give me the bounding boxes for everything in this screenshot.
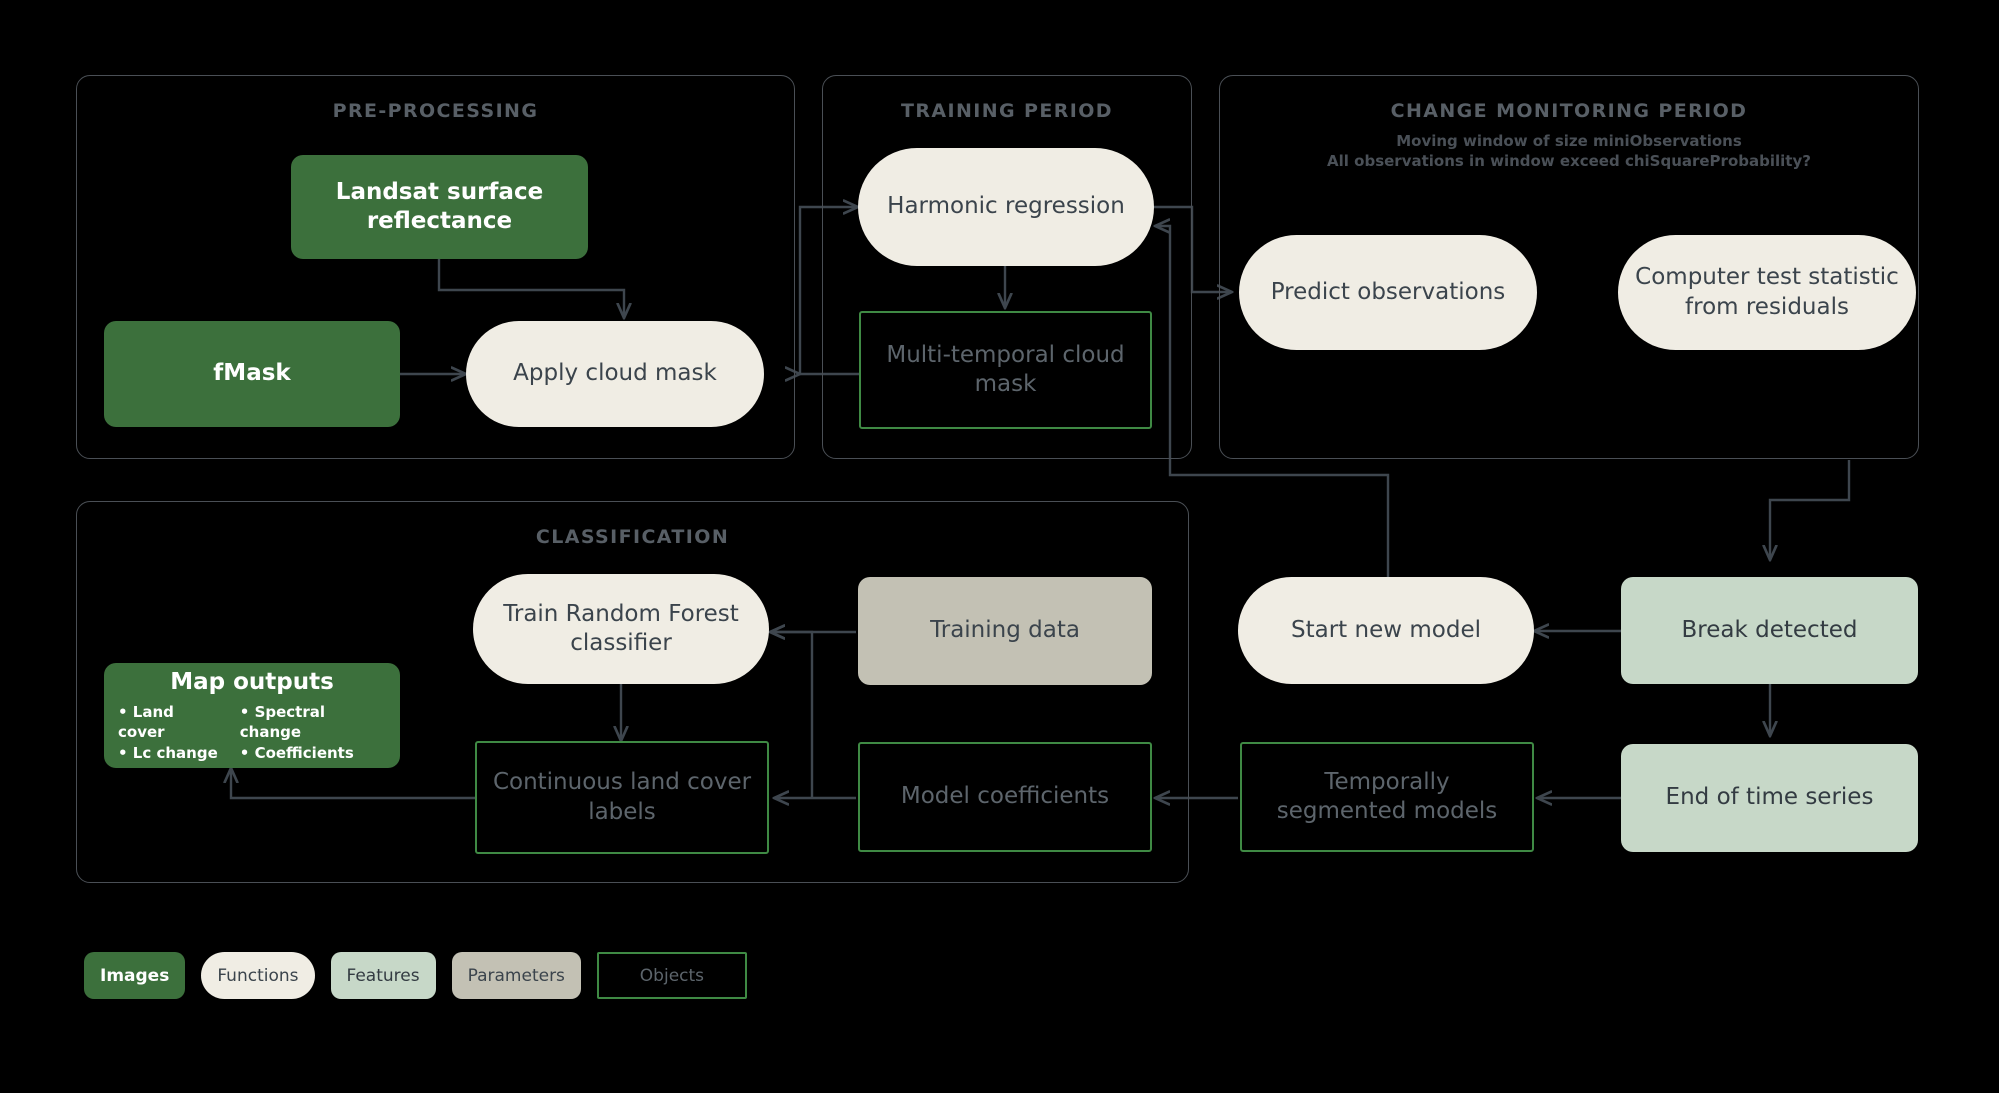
node-break-detected[interactable]: Break detected <box>1621 577 1918 684</box>
panel-subtitle-monitoring: Moving window of size miniObservations A… <box>1327 132 1811 171</box>
legend-item-features[interactable]: Features <box>330 952 436 999</box>
legend-item-objects[interactable]: Objects <box>596 952 747 999</box>
node-label: Harmonic regression <box>887 193 1125 220</box>
node-label: Temporally segmented models <box>1276 768 1498 824</box>
node-multi-temporal-cloud-mask[interactable]: Multi-temporal cloud mask <box>859 311 1152 429</box>
node-end-of-time-series[interactable]: End of time series <box>1621 744 1918 852</box>
node-landsat-surface-reflectance[interactable]: Landsat surface reflectance <box>291 155 588 259</box>
panel-monitoring: CHANGE MONITORING PERIOD Moving window o… <box>1219 75 1919 459</box>
legend-item-images[interactable]: Images <box>84 952 186 999</box>
legend-label: Objects <box>639 965 705 986</box>
panel-title-classification: CLASSIFICATION <box>535 526 730 548</box>
node-train-random-forest-classifier[interactable]: Train Random Forest classifier <box>473 574 769 684</box>
map-outputs-column-1: • Land cover • Lc change <box>118 703 222 763</box>
node-predict-observations[interactable]: Predict observations <box>1239 235 1537 350</box>
list-item: • Coefficients <box>239 743 354 762</box>
panel-title-training: TRAINING PERIOD <box>901 100 1113 122</box>
node-label: Start new model <box>1291 616 1481 643</box>
node-continuous-land-cover-labels[interactable]: Continuous land cover labels <box>475 741 769 854</box>
node-label: Predict observations <box>1270 278 1506 305</box>
node-computer-test-statistic[interactable]: Computer test statistic from residuals <box>1618 235 1916 350</box>
legend-item-parameters[interactable]: Parameters <box>451 952 581 999</box>
node-label: Continuous land cover labels <box>492 769 752 825</box>
panel-preprocessing: PRE-PROCESSING <box>76 75 795 459</box>
node-apply-cloud-mask[interactable]: Apply cloud mask <box>466 321 764 427</box>
list-item: • Spectral change <box>239 703 326 741</box>
node-label: Train Random Forest classifier <box>503 600 739 656</box>
legend-label: Images <box>100 965 170 986</box>
node-harmonic-regression[interactable]: Harmonic regression <box>858 148 1154 266</box>
node-map-outputs[interactable]: Map outputs • Land cover • Lc change • S… <box>104 663 400 768</box>
node-label: Multi-temporal cloud mask <box>886 341 1125 397</box>
node-label: Break detected <box>1681 616 1858 643</box>
map-outputs-column-2: • Spectral change • Coefficients <box>240 703 386 763</box>
node-label: Apply cloud mask <box>513 360 717 387</box>
wire-teststat-to-break <box>1770 460 1851 560</box>
legend-label: Parameters <box>467 965 565 986</box>
legend-label: Features <box>346 965 420 986</box>
legend: Images Functions Features Parameters Obj… <box>84 952 747 999</box>
node-model-coefficients[interactable]: Model coefficients <box>858 742 1152 852</box>
panel-classification: CLASSIFICATION <box>76 501 1189 883</box>
node-label: Model coefficients <box>900 783 1110 810</box>
panel-title-preprocessing: PRE-PROCESSING <box>332 100 539 122</box>
map-outputs-title: Map outputs <box>170 669 334 695</box>
list-item: • Land cover <box>118 703 174 741</box>
node-label: fMask <box>213 360 291 387</box>
map-outputs-list: • Land cover • Lc change • Spectral chan… <box>118 703 386 763</box>
node-label: End of time series <box>1665 784 1874 811</box>
panel-title-monitoring: CHANGE MONITORING PERIOD <box>1390 100 1748 122</box>
node-training-data[interactable]: Training data <box>858 577 1152 685</box>
legend-item-functions[interactable]: Functions <box>201 952 315 999</box>
list-item: • Lc change <box>118 743 218 762</box>
node-label: Computer test statistic from residuals <box>1635 264 1899 320</box>
node-fmask[interactable]: fMask <box>104 321 400 427</box>
node-start-new-model[interactable]: Start new model <box>1238 577 1534 684</box>
legend-label: Functions <box>217 965 299 986</box>
node-label: Landsat surface reflectance <box>335 178 544 234</box>
node-label: Training data <box>930 617 1080 644</box>
panel-training: TRAINING PERIOD <box>822 75 1192 459</box>
node-temporally-segmented-models[interactable]: Temporally segmented models <box>1240 742 1534 852</box>
